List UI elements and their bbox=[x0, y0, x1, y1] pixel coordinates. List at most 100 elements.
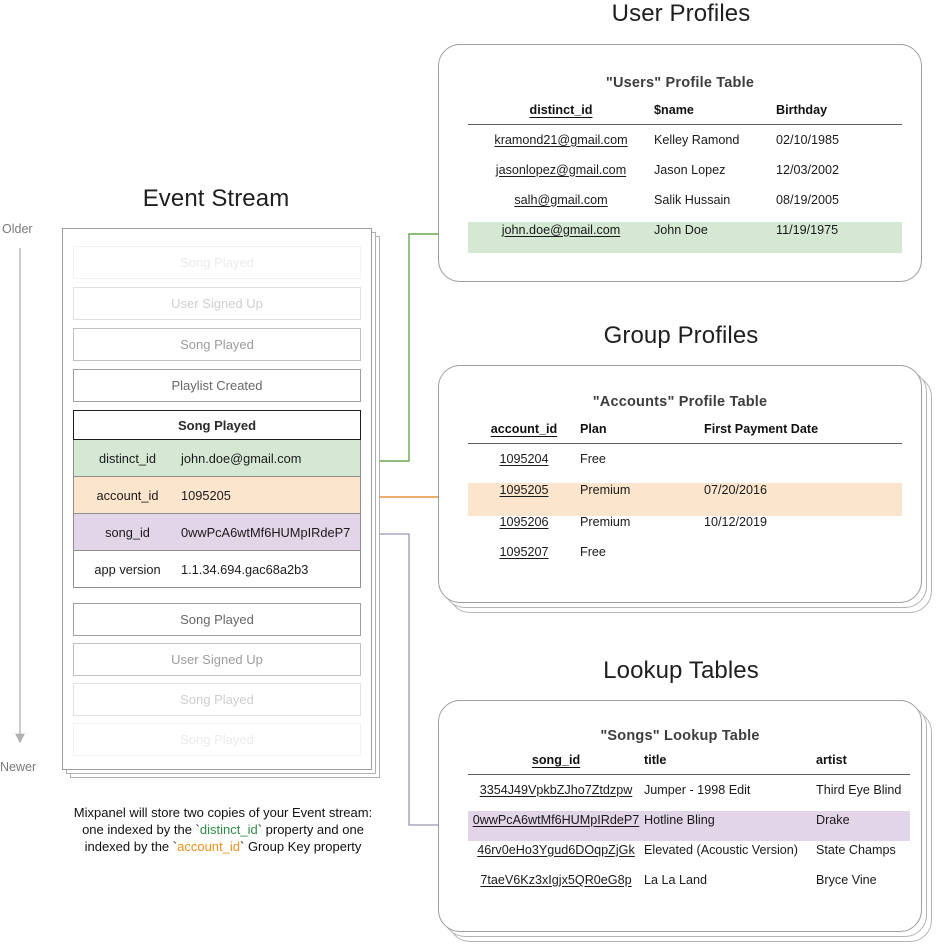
songs-col-artist: artist bbox=[816, 753, 910, 775]
songs-highlight-band bbox=[468, 811, 910, 841]
event-item[interactable]: Song Played bbox=[73, 723, 361, 756]
event-property-value: john.doe@gmail.com bbox=[181, 450, 302, 466]
caption-line-3: indexed by the `account_id` Group Key pr… bbox=[38, 838, 408, 855]
songs-cell-song-id: 0wwPcA6wtMf6HUMpIRdeP7 bbox=[472, 812, 640, 827]
users-cell-birthday: 08/19/2005 bbox=[776, 192, 840, 207]
accounts-cell-first-payment bbox=[704, 537, 902, 567]
users-cell-birthday: 11/19/1975 bbox=[776, 222, 839, 237]
accounts-cell-plan: Premium bbox=[580, 483, 631, 497]
table-row[interactable]: 7taeV6Kz3xIgjx5QR0eG8p La La Land Bryce … bbox=[468, 865, 910, 895]
users-cell-distinct-id: kramond21@gmail.com bbox=[494, 132, 628, 147]
lookup-tables-card-stack: "Songs" Lookup Table song_id title artis… bbox=[438, 700, 933, 950]
event-property-value: 1.1.34.694.gac68a2b3 bbox=[181, 561, 309, 577]
event-property-key: account_id bbox=[96, 487, 159, 503]
songs-cell-title: Elevated (Acoustic Version) bbox=[644, 842, 798, 857]
users-col-distinct-id: distinct_id bbox=[468, 103, 654, 125]
accounts-col-first-payment: First Payment Date bbox=[704, 422, 902, 444]
table-row[interactable]: 1095207 Free bbox=[468, 537, 902, 567]
songs-cell-artist: Bryce Vine bbox=[816, 872, 877, 887]
accounts-cell-plan: Free bbox=[580, 544, 606, 559]
timeline-older-label: Older bbox=[2, 222, 33, 236]
table-row[interactable]: 1095204 Free bbox=[468, 444, 902, 474]
accounts-cell-first-payment: 10/12/2019 bbox=[704, 514, 768, 529]
event-item[interactable]: Song Played bbox=[73, 328, 361, 361]
event-property-row[interactable]: account_id 1095205 bbox=[73, 477, 361, 514]
table-row[interactable]: kramond21@gmail.com Kelley Ramond 02/10/… bbox=[468, 125, 902, 155]
songs-cell-title: Jumper - 1998 Edit bbox=[644, 782, 751, 797]
accounts-cell-plan: Premium bbox=[580, 514, 631, 529]
diagram-caption: Mixpanel will store two copies of your E… bbox=[38, 804, 408, 855]
accounts-cell-plan: Free bbox=[580, 451, 606, 466]
accounts-table: account_id Plan First Payment Date 10952… bbox=[468, 422, 902, 567]
songs-cell-artist: State Champs bbox=[816, 842, 896, 857]
users-cell-birthday: 02/10/1985 bbox=[776, 132, 840, 147]
event-label: User Signed Up bbox=[171, 296, 263, 311]
songs-cell-title: Hotline Bling bbox=[644, 812, 715, 827]
event-label: Playlist Created bbox=[171, 378, 263, 393]
table-row-highlighted[interactable]: john.doe@gmail.com John Doe 11/19/1975 bbox=[468, 215, 902, 245]
event-label: Song Played bbox=[180, 732, 254, 747]
songs-cell-song-id: 46rv0eHo3Ygud6DOqpZjGk bbox=[477, 842, 635, 857]
event-label: Song Played bbox=[180, 255, 254, 270]
event-item[interactable]: Playlist Created bbox=[73, 369, 361, 402]
table-row[interactable]: 46rv0eHo3Ygud6DOqpZjGk Elevated (Acousti… bbox=[468, 835, 910, 865]
accounts-col-account-id: account_id bbox=[468, 422, 580, 444]
event-property-key: distinct_id bbox=[99, 450, 156, 466]
user-profiles-title: User Profiles bbox=[611, 0, 751, 27]
event-label: Song Played bbox=[180, 612, 254, 627]
accounts-cell-account-id: 1095207 bbox=[499, 544, 549, 559]
event-property-row[interactable]: distinct_id john.doe@gmail.com bbox=[73, 440, 361, 477]
users-cell-distinct-id: jasonlopez@gmail.com bbox=[495, 162, 627, 177]
event-property-row[interactable]: app version 1.1.34.694.gac68a2b3 bbox=[73, 551, 361, 588]
event-property-row[interactable]: song_id 0wwPcA6wtMf6HUMpIRdeP7 bbox=[73, 514, 361, 551]
songs-cell-artist: Drake bbox=[816, 812, 850, 827]
group-profiles-title: Group Profiles bbox=[603, 322, 759, 349]
users-col-name: $name bbox=[654, 103, 776, 125]
songs-cell-title: La La Land bbox=[644, 872, 708, 887]
event-item[interactable]: Song Played bbox=[73, 683, 361, 716]
event-item[interactable]: User Signed Up bbox=[73, 643, 361, 676]
songs-col-title: title bbox=[644, 753, 816, 775]
songs-col-song-id: song_id bbox=[468, 753, 644, 775]
users-cell-birthday: 12/03/2002 bbox=[776, 162, 840, 177]
accounts-cell-first-payment: 07/20/2016 bbox=[704, 483, 768, 497]
songs-cell-artist: Third Eye Blind bbox=[816, 782, 902, 797]
table-row[interactable]: salh@gmail.com Salik Hussain 08/19/2005 bbox=[468, 185, 902, 215]
accounts-cell-account-id: 1095206 bbox=[499, 514, 549, 529]
group-profiles-card-stack: "Accounts" Profile Table account_id Plan… bbox=[438, 365, 933, 615]
accounts-col-plan: Plan bbox=[580, 422, 704, 444]
table-row[interactable]: 1095206 Premium 10/12/2019 bbox=[468, 507, 902, 537]
caption-line3-prefix: indexed by the ` bbox=[84, 839, 178, 854]
event-property-value: 0wwPcA6wtMf6HUMpIRdeP7 bbox=[181, 524, 351, 540]
accounts-table-title: "Accounts" Profile Table bbox=[592, 394, 768, 410]
table-row[interactable]: 3354J49VpkbZJho7Ztdzpw Jumper - 1998 Edi… bbox=[468, 775, 910, 805]
lookup-tables-title: Lookup Tables bbox=[603, 657, 759, 684]
selected-event-card[interactable]: Song Played distinct_id john.doe@gmail.c… bbox=[73, 410, 361, 588]
songs-cell-song-id: 7taeV6Kz3xIgjx5QR0eG8p bbox=[480, 872, 632, 887]
selected-event-name: Song Played bbox=[177, 417, 257, 433]
event-item[interactable]: Song Played bbox=[73, 246, 361, 279]
table-row-highlighted[interactable]: 0wwPcA6wtMf6HUMpIRdeP7 Hotline Bling Dra… bbox=[468, 805, 910, 835]
table-row[interactable]: jasonlopez@gmail.com Jason Lopez 12/03/2… bbox=[468, 155, 902, 185]
users-highlight-band bbox=[468, 222, 902, 253]
songs-table-title: "Songs" Lookup Table bbox=[600, 728, 760, 744]
event-property-key: app version bbox=[94, 561, 161, 577]
event-label: User Signed Up bbox=[171, 652, 263, 667]
event-item[interactable]: User Signed Up bbox=[73, 287, 361, 320]
accounts-profile-card: "Accounts" Profile Table account_id Plan… bbox=[438, 365, 922, 603]
users-cell-name: Jason Lopez bbox=[654, 162, 726, 177]
users-cell-name: John Doe bbox=[654, 222, 708, 237]
event-item[interactable]: Song Played bbox=[73, 603, 361, 636]
caption-line-2: one indexed by the `distinct_id` propert… bbox=[38, 821, 408, 838]
caption-line2-suffix: ` property and one bbox=[257, 822, 364, 837]
caption-line-1: Mixpanel will store two copies of your E… bbox=[73, 805, 373, 820]
caption-account-id-key: account_id bbox=[177, 839, 240, 854]
caption-line2-prefix: one indexed by the ` bbox=[82, 822, 200, 837]
users-col-birthday: Birthday bbox=[776, 103, 902, 125]
users-cell-distinct-id: john.doe@gmail.com bbox=[501, 222, 621, 237]
users-cell-distinct-id: salh@gmail.com bbox=[514, 192, 608, 207]
table-row-highlighted[interactable]: 1095205 Premium 07/20/2016 bbox=[468, 474, 902, 507]
users-table: distinct_id $name Birthday kramond21@gma… bbox=[468, 103, 902, 245]
user-profiles-card-stack: "Users" Profile Table distinct_id $name … bbox=[438, 44, 928, 284]
event-label: Song Played bbox=[180, 337, 254, 352]
